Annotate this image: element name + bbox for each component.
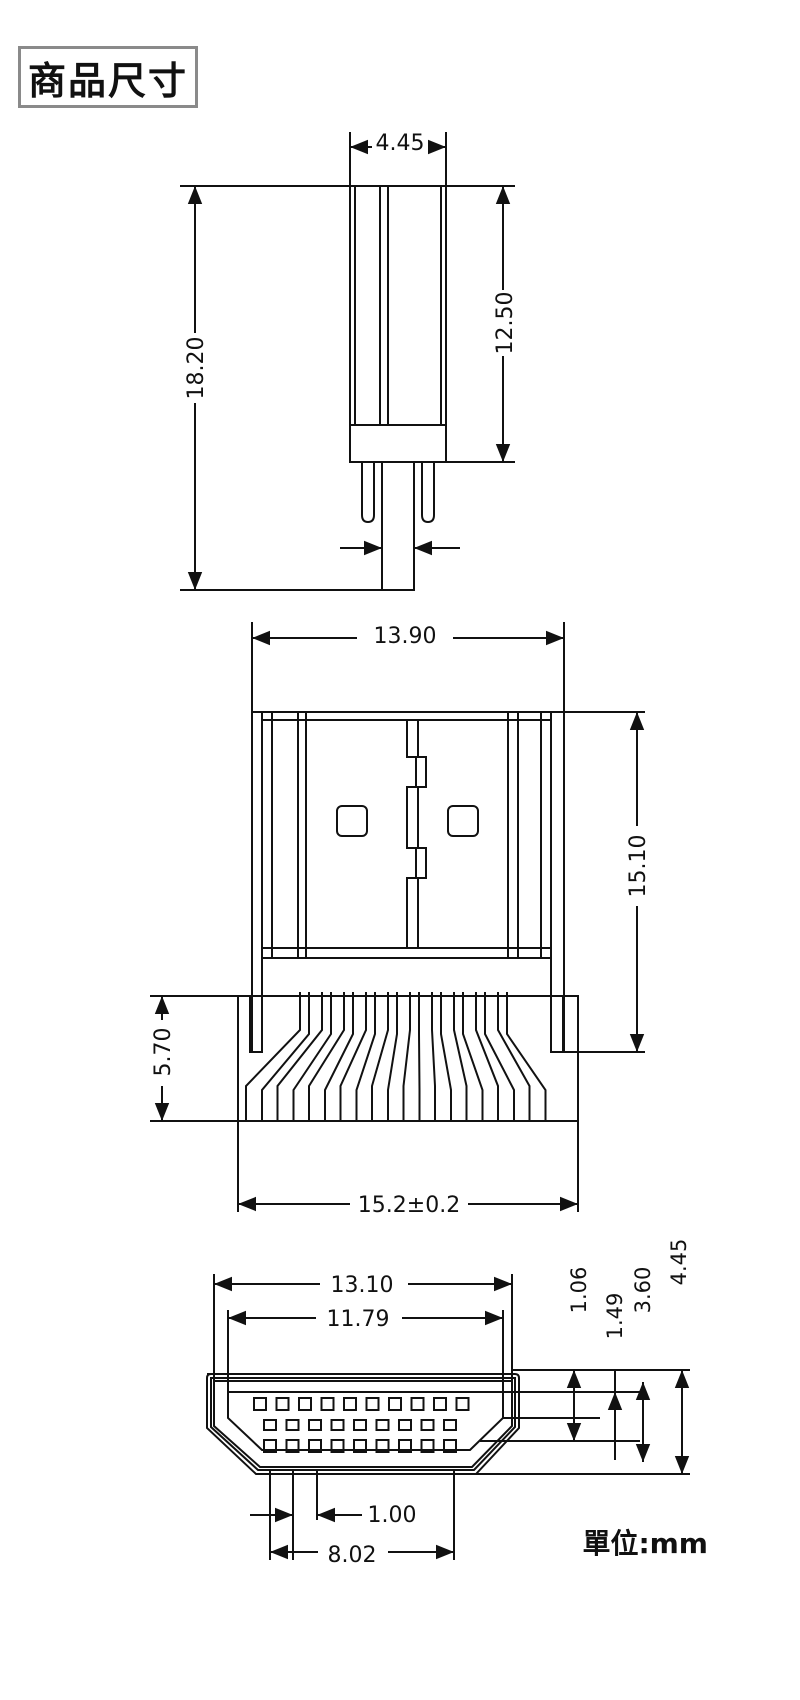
side-view-lead [381,461,415,591]
end-view-dim-4-45: 4.45 [667,1239,691,1286]
end-view-pin-span-label: 8.02 [328,1543,377,1568]
end-view-contact-bottom [420,1439,435,1453]
side-view [180,132,515,591]
front-view-pin [475,992,515,1122]
side-view-body [349,185,447,463]
unit-label: 單位:mm [582,1527,708,1560]
end-view-contact-top [253,1397,267,1411]
side-view-body-height-label: 12.50 [493,292,518,355]
end-view-dim-3-60: 3.60 [631,1267,655,1314]
front-view-pin-group [245,992,547,1122]
end-view-contact-top [410,1397,425,1411]
end-view-contact-top [433,1397,447,1411]
end-view-contact-bottom [308,1439,322,1453]
front-view-bottom-width-label: 15.2±0.2 [358,1193,460,1218]
side-view-pin-left [361,462,375,524]
end-view-contact-mid [420,1419,435,1431]
side-view-total-height-label: 18.20 [184,337,209,400]
front-view [150,622,645,1212]
end-view-contact-mid [375,1419,390,1431]
end-view-contact-top [455,1397,470,1411]
title-box: 商品尺寸 [18,46,198,108]
front-view-pin [276,992,332,1122]
side-view-width-label: 4.45 [376,131,425,156]
end-view-contact-top [365,1397,380,1411]
end-view-contact-top [320,1397,335,1411]
end-view-contact-bottom [375,1439,390,1453]
front-view-pin-height-label: 5.70 [151,1028,176,1077]
front-view-width-label: 13.90 [374,624,437,649]
end-view-pitch-label: 1.00 [368,1503,417,1528]
end-view-outer-width-label: 13.10 [331,1273,394,1298]
front-view-pin [431,992,452,1122]
end-view-contact-top [275,1397,290,1411]
front-view-pin [245,992,310,1122]
end-view-contact-mid [353,1419,367,1431]
end-view-contact-mid [285,1419,300,1431]
end-view-contact-mid [330,1419,345,1431]
front-view-pin [402,992,421,1122]
end-view-contact-bottom [398,1439,412,1453]
end-view-contact-bottom [353,1439,367,1453]
front-view-height-label: 15.10 [626,835,651,898]
end-view-dim-1-49: 1.49 [603,1293,627,1340]
end-view-contact-top [343,1397,357,1411]
end-view-contact-mid [263,1419,277,1431]
end-view-contact-bottom [443,1439,457,1453]
end-view-contact-group [253,1397,470,1453]
end-view-contact-mid [443,1419,457,1431]
front-view-pin [339,992,376,1122]
front-view-pin [308,992,354,1122]
end-view-contact-bottom [285,1439,300,1453]
end-view-contact-top [388,1397,402,1411]
end-view-contact-bottom [263,1439,277,1453]
end-view-contact-mid [398,1419,412,1431]
page-title: 商品尺寸 [27,58,188,103]
end-view-contact-top [298,1397,312,1411]
side-view-pin-right [421,462,435,524]
front-view-pin [497,992,547,1122]
front-view-window-left [336,805,368,837]
end-view-dim-1-06: 1.06 [567,1267,591,1314]
end-view-shell-outer [206,1373,520,1475]
front-view-pin [371,992,398,1122]
front-view-pin [453,992,484,1122]
end-view-contact-mid [308,1419,322,1431]
end-view-inner-width-label: 11.79 [327,1307,390,1332]
front-view-window-right [447,805,479,837]
end-view-contact-bottom [330,1439,345,1453]
